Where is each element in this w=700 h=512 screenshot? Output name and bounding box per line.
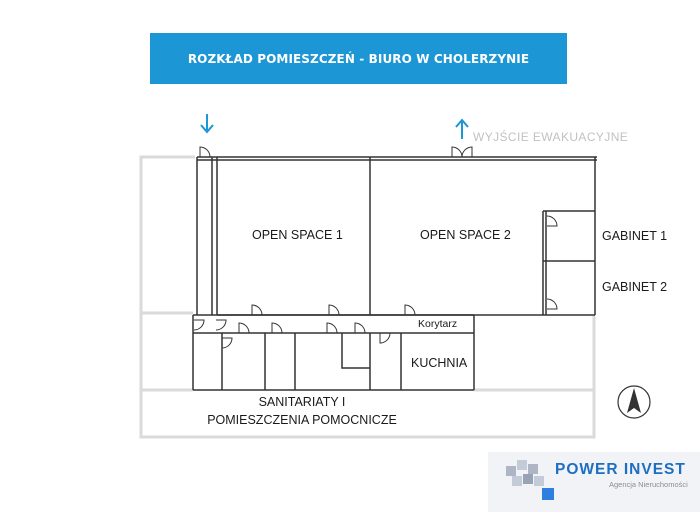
door-swing — [221, 337, 233, 349]
door-swing — [193, 319, 205, 331]
service-block-walls — [192, 314, 475, 391]
door-swing — [271, 322, 283, 334]
door-swing — [461, 146, 473, 158]
door-swing — [404, 304, 416, 316]
logo-tagline: Agencja Nieruchomości — [609, 480, 688, 489]
door-swing — [328, 304, 340, 316]
room-label-sanitariaty: SANITARIATY I POMIESZCZENIA POMOCNICZE — [195, 393, 409, 429]
doors — [193, 146, 558, 349]
page-title-banner: ROZKŁAD POMIESZCZEŃ - BIURO W CHOLERZYNI… — [150, 33, 567, 84]
door-swing — [251, 304, 263, 316]
door-swing — [238, 322, 250, 334]
office-walls — [196, 156, 597, 316]
logo-brand: POWER INVEST — [555, 461, 686, 478]
room-label-open-space-1: OPEN SPACE 1 — [252, 228, 343, 242]
room-label-gabinet-2: GABINET 2 — [602, 280, 668, 294]
door-swing — [199, 146, 211, 158]
page-title: ROZKŁAD POMIESZCZEŃ - BIURO W CHOLERZYNI… — [187, 51, 530, 66]
door-swing — [215, 319, 227, 331]
arrow-down-icon — [200, 114, 214, 134]
door-swing — [546, 215, 558, 227]
cubes-logo-icon — [506, 460, 554, 500]
evacuation-exit-label: WYJŚCIE EWAKUACYJNE — [473, 130, 629, 144]
outer-outline — [139, 155, 596, 439]
door-swing — [354, 322, 366, 334]
room-label-open-space-2: OPEN SPACE 2 — [420, 228, 511, 242]
room-label-kuchnia: KUCHNIA — [411, 356, 468, 370]
room-label-korytarz: Korytarz — [418, 318, 458, 330]
room-label-gabinet-1: GABINET 1 — [602, 229, 668, 243]
arrow-up-icon — [455, 118, 469, 139]
door-swing — [546, 298, 558, 310]
sanitariaty-line-2: POMIESZCZENIA POMOCNICZE — [207, 413, 397, 427]
door-swing — [379, 332, 391, 344]
door-swing — [326, 322, 338, 334]
sanitariaty-line-1: SANITARIATY I — [258, 395, 346, 409]
compass-icon — [617, 385, 651, 419]
